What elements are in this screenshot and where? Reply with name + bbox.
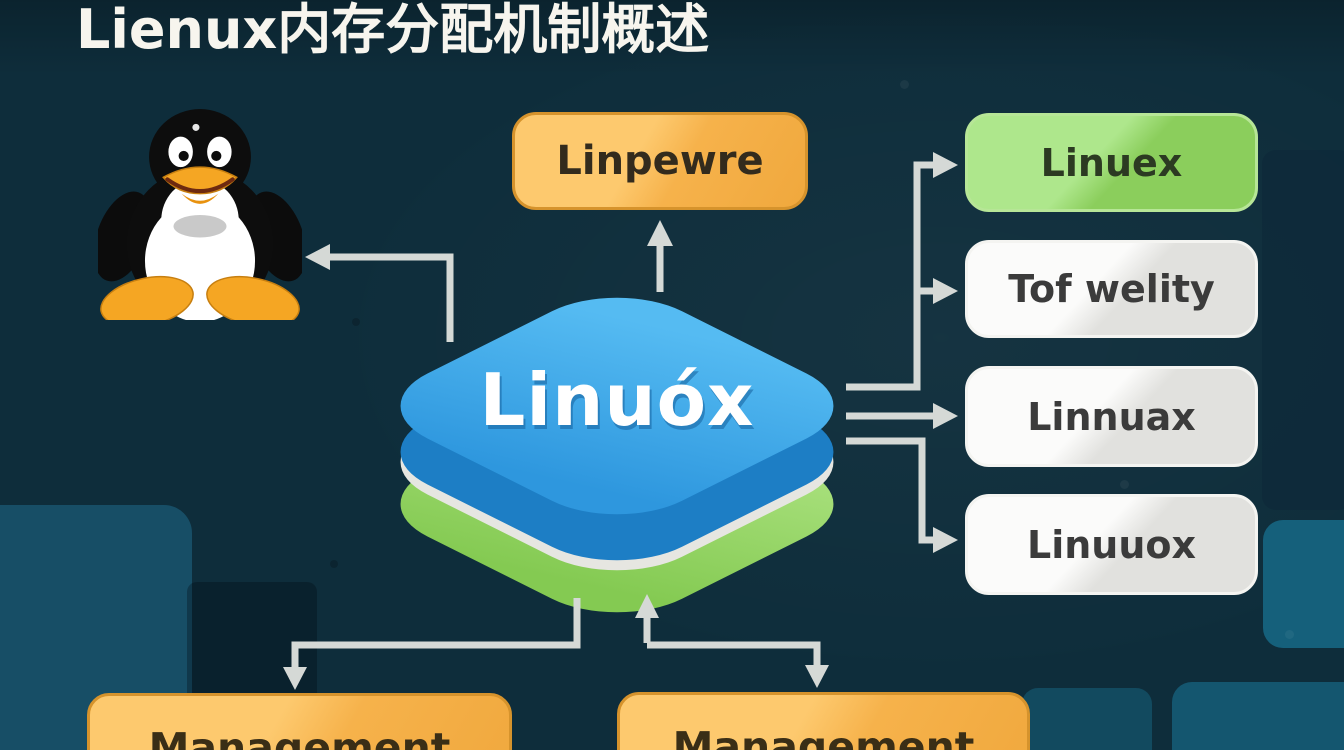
bg-tile-right-2 <box>1172 682 1344 750</box>
bg-tile-right-3 <box>1022 688 1152 750</box>
right-node-2: Tof welity <box>965 240 1258 338</box>
bottom-node-1: Management <box>87 693 512 750</box>
page-title: Lienux内存分配机制概述 <box>76 0 710 61</box>
bottom-node-2: Management <box>617 692 1030 750</box>
center-node-label: Linuóx <box>479 358 755 442</box>
bg-dot <box>352 318 360 326</box>
top-node: Linpewre <box>512 112 808 210</box>
right-node-3-label: Linnuax <box>1027 394 1196 439</box>
right-node-4: Linuuox <box>965 494 1258 595</box>
bottom-node-1-label: Management <box>148 724 451 750</box>
tux-penguin-icon <box>98 109 302 320</box>
right-node-4-label: Linuuox <box>1026 522 1196 567</box>
bottom-node-2-label: Management <box>672 723 975 750</box>
right-node-3: Linnuax <box>965 366 1258 467</box>
top-node-label: Linpewre <box>556 138 764 184</box>
bg-tile-right-column <box>1262 150 1344 510</box>
bg-dot <box>900 80 909 89</box>
bg-tile-right-1 <box>1263 520 1344 648</box>
right-node-1-label: Linuex <box>1040 140 1183 185</box>
right-node-1: Linuex <box>965 113 1258 212</box>
bg-dot <box>330 560 338 568</box>
bg-dot <box>1120 480 1129 489</box>
right-node-2-label: Tof welity <box>1008 267 1215 311</box>
bg-dot <box>1285 630 1294 639</box>
